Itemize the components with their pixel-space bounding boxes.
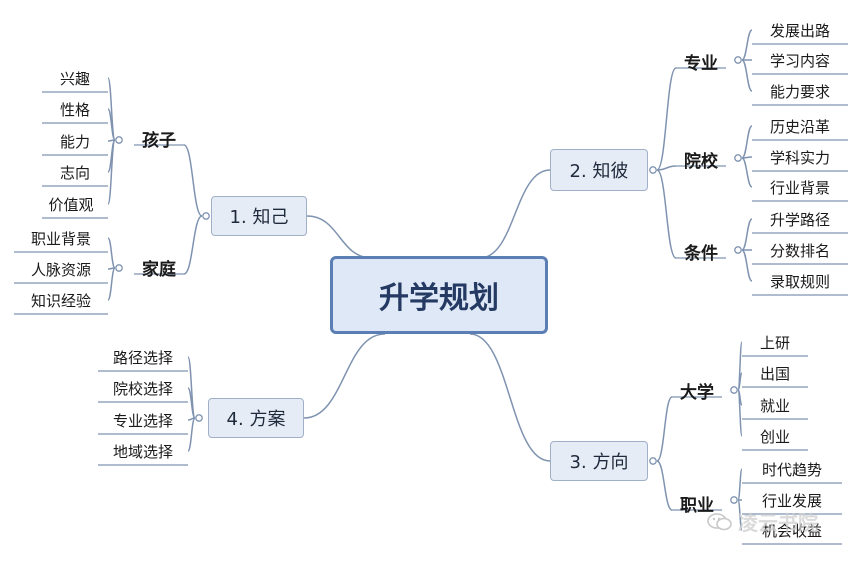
leaf-discipline-strength[interactable]: 学科实力 [769, 148, 830, 167]
connector-branch-3-university [656, 396, 673, 462]
group-family[interactable]: 家庭 [142, 259, 176, 280]
collapse-dot-branch-2 [649, 166, 657, 174]
leaf-values[interactable]: 价值观 [48, 195, 94, 214]
collapse-dot-family [115, 264, 123, 272]
leaf-interest[interactable]: 兴趣 [59, 69, 90, 88]
leaf-opportunity-returns[interactable]: 机会收益 [761, 521, 822, 540]
collapse-dot-conditions [734, 246, 742, 254]
collapse-dot-college [734, 154, 742, 162]
leaf-knowledge[interactable]: 知识经验 [30, 291, 91, 310]
connector-plan-leaf-3 [187, 417, 196, 452]
root-node-title[interactable]: 升学规划 [330, 256, 548, 334]
connector-branch-1-family [183, 215, 203, 275]
connector-family-leaf-0 [107, 237, 116, 269]
leaf-path-choice[interactable]: 路径选择 [112, 348, 173, 367]
leaf-ability[interactable]: 能力 [59, 132, 90, 151]
connector-branch-2-college [656, 165, 677, 171]
group-child[interactable]: 孩子 [142, 130, 176, 151]
connector-root-branch-1 [306, 215, 373, 259]
collapse-dot-branch-3 [649, 457, 657, 465]
connector-family-leaf-2 [107, 267, 116, 301]
leaf-history[interactable]: 历史沿革 [769, 117, 830, 136]
leaf-employment[interactable]: 就业 [759, 396, 790, 415]
branch-plan[interactable]: 4. 方案 [208, 398, 304, 438]
group-college[interactable]: 院校 [684, 151, 718, 172]
leaf-career-prospects[interactable]: 发展出路 [769, 21, 830, 40]
branch-know-self[interactable]: 1. 知己 [211, 196, 307, 236]
connector-college-leaf-0 [741, 125, 753, 159]
leaf-ability-requirements[interactable]: 能力要求 [769, 82, 830, 101]
leaf-connections[interactable]: 人脉资源 [30, 260, 91, 279]
connector-plan-leaf-0 [187, 356, 196, 419]
leaf-major-choice[interactable]: 专业选择 [112, 411, 173, 430]
connector-plan-leaf-1 [187, 387, 196, 419]
connector-branch-3-career [656, 460, 673, 511]
collapse-dot-branch-1 [202, 212, 210, 220]
connector-branch-1-child [183, 144, 203, 217]
collapse-dot-university [730, 386, 738, 394]
group-career[interactable]: 职业 [680, 495, 714, 516]
group-major[interactable]: 专业 [684, 53, 718, 74]
leaf-aspiration[interactable]: 志向 [59, 163, 90, 182]
connector-child-leaf-0 [107, 77, 116, 141]
leaf-graduate-study[interactable]: 上研 [759, 333, 790, 352]
branch-direction[interactable]: 3. 方向 [550, 441, 648, 481]
leaf-study-abroad[interactable]: 出国 [759, 364, 790, 383]
connector-branch-2-major [656, 67, 677, 171]
leaf-study-content[interactable]: 学习内容 [769, 51, 830, 70]
connector-major-leaf-0 [741, 29, 753, 61]
connector-branch-2-conditions [656, 169, 677, 259]
connector-conditions-leaf-0 [741, 218, 753, 251]
wechat-icon [707, 513, 732, 531]
branch-know-other[interactable]: 2. 知彼 [550, 149, 648, 191]
connector-conditions-leaf-2 [741, 249, 753, 282]
leaf-score-ranking[interactable]: 分数排名 [769, 241, 830, 260]
connector-child-leaf-1 [107, 108, 116, 141]
leaf-region-choice[interactable]: 地域选择 [112, 442, 173, 461]
connector-major-leaf-2 [741, 59, 753, 92]
connector-university-leaf-3 [737, 389, 743, 437]
group-university[interactable]: 大学 [680, 382, 714, 403]
collapse-dot-major [734, 56, 742, 64]
collapse-dot-career [730, 496, 738, 504]
leaf-admission-path[interactable]: 升学路径 [769, 210, 830, 229]
leaf-era-trends[interactable]: 时代趋势 [761, 460, 822, 479]
leaf-personality[interactable]: 性格 [59, 100, 90, 119]
collapse-dot-child [115, 136, 123, 144]
connector-root-branch-2 [479, 169, 551, 259]
connector-college-leaf-2 [741, 157, 753, 188]
group-conditions[interactable]: 条件 [684, 243, 718, 264]
collapse-dot-branch-4 [195, 414, 203, 422]
leaf-industry-background[interactable]: 行业背景 [769, 178, 830, 197]
leaf-industry-development[interactable]: 行业发展 [761, 491, 822, 510]
leaf-admission-rules[interactable]: 录取规则 [769, 272, 830, 291]
leaf-career-background[interactable]: 职业背景 [30, 229, 91, 248]
connector-child-leaf-4 [107, 139, 116, 205]
leaf-college-choice[interactable]: 院校选择 [112, 379, 173, 398]
connector-career-leaf-0 [737, 468, 743, 501]
leaf-startup[interactable]: 创业 [759, 427, 790, 446]
connector-career-leaf-2 [737, 499, 743, 531]
watermark-text: 凌云书院 [738, 511, 818, 535]
connector-root-branch-4 [303, 333, 386, 419]
connector-root-branch-3 [469, 333, 551, 462]
